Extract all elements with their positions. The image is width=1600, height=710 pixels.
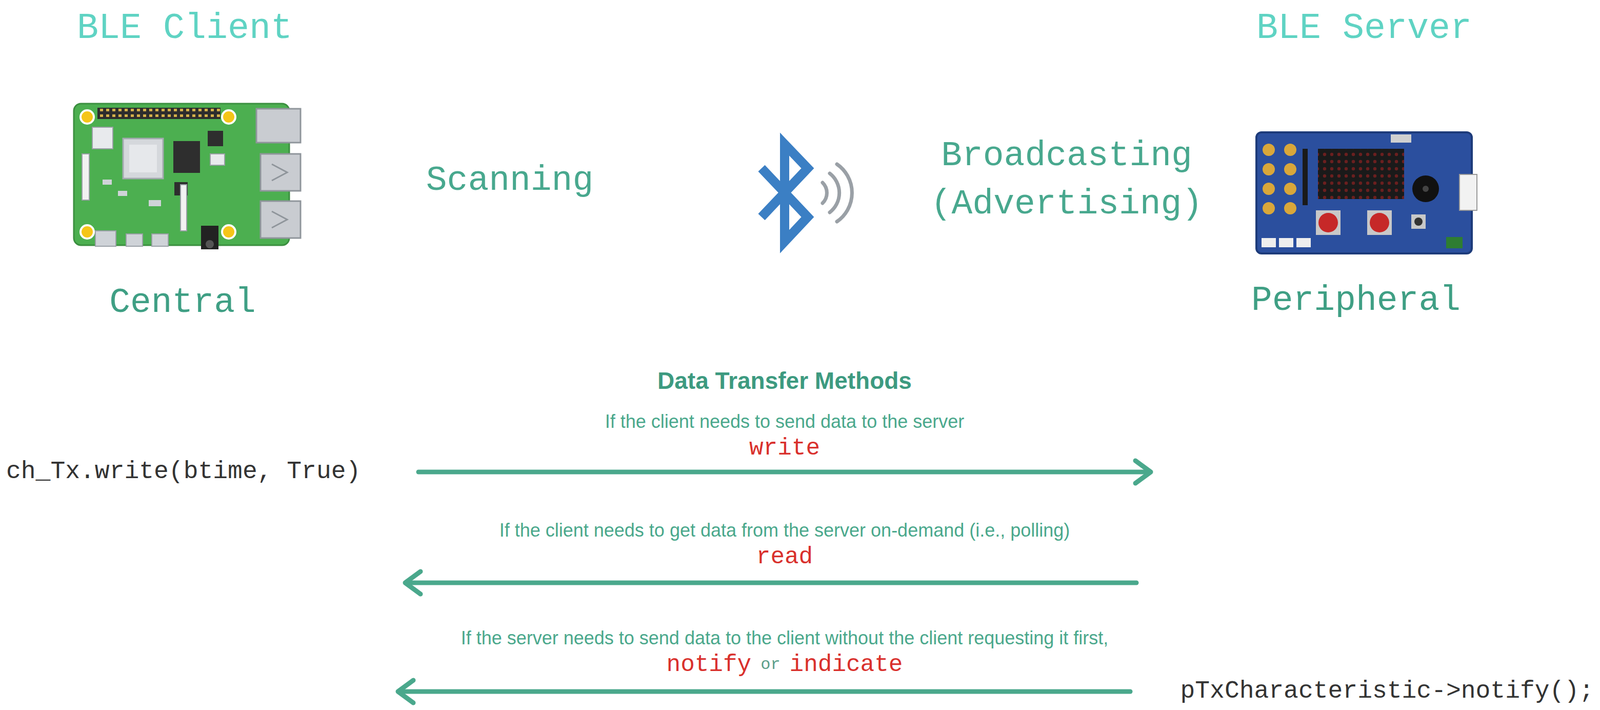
bluetooth-symbol-part: [829, 173, 840, 213]
bluetooth-symbol-part: [836, 164, 852, 222]
microcontroller-board-illustration-part: [1412, 175, 1439, 203]
microcontroller-board-illustration-part: [1262, 163, 1275, 176]
read-arrow: [408, 580, 1137, 586]
device-role-title: BLE Server: [1256, 8, 1472, 50]
device-role-label: Peripheral: [1251, 280, 1461, 321]
microcontroller-board-illustration-part: [1256, 132, 1472, 254]
notify-arrow: [401, 689, 1131, 694]
raspberry-pi-illustration-part: [80, 110, 94, 124]
microcontroller-board-illustration-part: [1369, 212, 1390, 233]
raspberry-pi-illustration-part: [260, 153, 301, 191]
code-snippet: ch_Tx.write(btime, True): [6, 457, 361, 486]
method-name: indicate: [789, 651, 904, 679]
microcontroller-board-illustration-part: [1278, 237, 1294, 248]
raspberry-pi-illustration-part: [80, 225, 94, 239]
raspberry-pi-illustration-part: [123, 138, 164, 179]
transfer-arrows: [397, 460, 1151, 703]
raspberry-pi-illustration-part: [129, 144, 157, 173]
code-snippet: pTxCharacteristic->notify();: [1180, 676, 1594, 706]
raspberry-pi-illustration-part: [205, 240, 214, 249]
microcontroller-board-illustration-part: [1317, 148, 1405, 199]
process-label: Broadcasting (Advertising): [923, 131, 1211, 229]
raspberry-pi-illustration-part: [180, 184, 187, 231]
method-name: read: [756, 543, 813, 571]
microcontroller-board-illustration-part: [1284, 163, 1297, 176]
write-arrowhead: [1135, 460, 1151, 484]
bluetooth-symbol: [761, 144, 852, 242]
device-role-title: BLE Client: [76, 8, 293, 50]
microcontroller-board-illustration-part: [1318, 212, 1338, 233]
process-label: Scanning: [426, 160, 594, 201]
raspberry-pi-illustration-part: [148, 200, 162, 207]
raspberry-pi-illustration-part: [97, 107, 221, 119]
read-arrowhead: [405, 571, 421, 594]
microcontroller-board-illustration-part: [1262, 143, 1275, 156]
conjunction-text: or: [760, 655, 780, 675]
raspberry-pi-illustration-part: [151, 233, 169, 247]
microcontroller-board-illustration-part: [1367, 210, 1392, 235]
microcontroller-board-illustration-part: [1315, 210, 1341, 235]
raspberry-pi-illustration-part: [92, 127, 113, 149]
microcontroller-board-illustration-part: [1296, 237, 1311, 248]
raspberry-pi-illustration-part: [82, 153, 90, 200]
microcontroller-board-illustration-part: [1422, 185, 1429, 192]
method-description: If the server needs to send data to the …: [461, 627, 1109, 649]
raspberry-pi-illustration-part: [173, 141, 200, 173]
raspberry-pi-illustration-part: [271, 164, 288, 181]
raspberry-pi-illustration-part: [95, 230, 116, 247]
microcontroller-board-illustration-part: [1317, 148, 1405, 199]
raspberry-pi-illustration: [73, 103, 301, 250]
raspberry-pi-illustration-part: [117, 190, 128, 196]
microcontroller-board-illustration-part: [1284, 202, 1297, 215]
microcontroller-board-illustration-part: [1446, 236, 1463, 249]
raspberry-pi-illustration-part: [207, 130, 224, 147]
microcontroller-board-illustration-part: [1284, 143, 1297, 156]
bluetooth-symbol-part: [822, 182, 827, 204]
notify-arrowhead: [397, 680, 414, 703]
microcontroller-board-illustration-part: [1261, 237, 1276, 248]
raspberry-pi-illustration-part: [210, 153, 225, 166]
bluetooth-symbol-part: [761, 144, 808, 242]
raspberry-pi-illustration-part: [201, 225, 219, 250]
raspberry-pi-illustration-part: [222, 225, 236, 239]
microcontroller-board-illustration-part: [1411, 214, 1426, 229]
microcontroller-board-illustration-part: [1302, 148, 1308, 206]
microcontroller-board-illustration-part: [1284, 182, 1297, 195]
raspberry-pi-illustration-part: [260, 201, 301, 238]
raspberry-pi-illustration-part: [271, 211, 288, 228]
raspberry-pi-illustration-part: [126, 233, 143, 247]
method-description: If the client needs to send data to the …: [605, 410, 965, 432]
microcontroller-board-illustration-part: [1459, 174, 1477, 211]
method-description: If the client needs to get data from the…: [499, 519, 1071, 541]
method-name: write: [749, 434, 820, 463]
raspberry-pi-illustration-part: [222, 110, 236, 124]
microcontroller-board-illustration-part: [1262, 182, 1275, 195]
raspberry-pi-illustration-part: [256, 108, 301, 143]
raspberry-pi-illustration-part: [102, 179, 112, 185]
method-name: notify: [666, 651, 752, 679]
raspberry-pi-illustration-part: [97, 107, 221, 119]
microcontroller-board-illustration-part: [1262, 202, 1275, 215]
microcontroller-board-illustration-part: [1390, 134, 1412, 143]
write-arrow: [418, 469, 1148, 475]
section-heading: Data Transfer Methods: [657, 367, 912, 395]
device-role-label: Central: [109, 282, 256, 323]
microcontroller-board-illustration: [1256, 132, 1477, 254]
microcontroller-board-illustration-part: [1414, 217, 1423, 226]
